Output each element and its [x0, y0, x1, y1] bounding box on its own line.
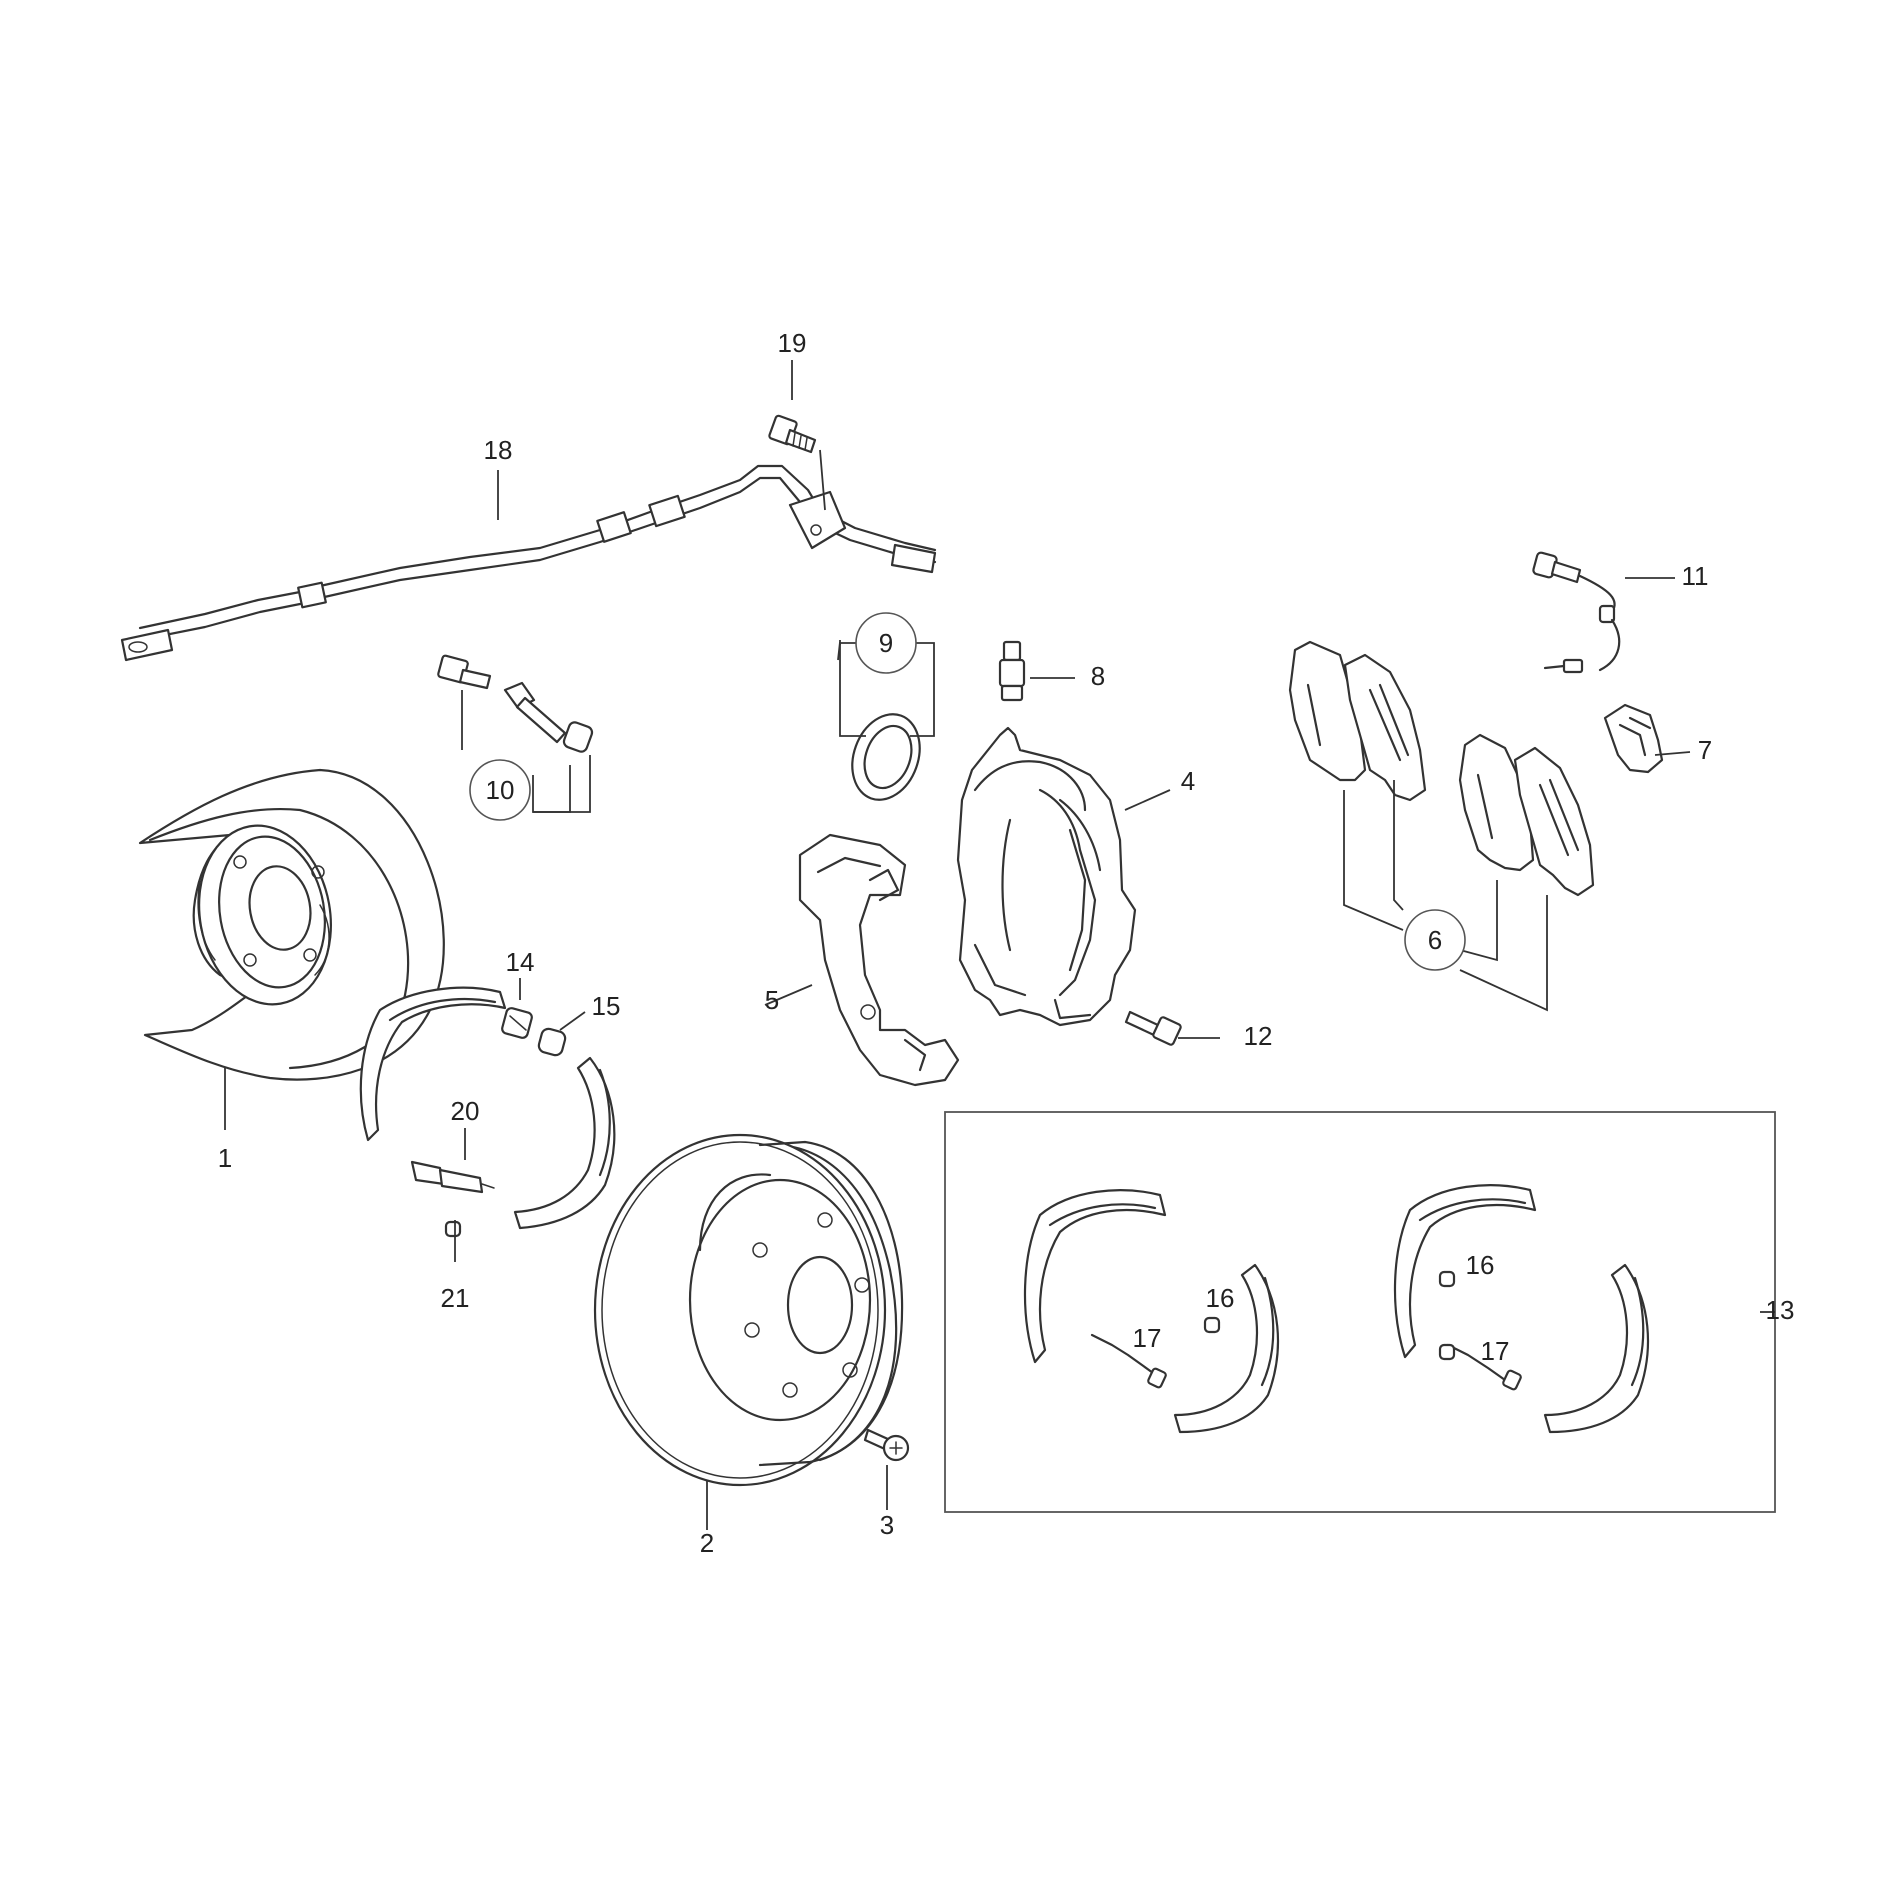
part-screw-3 [863, 1428, 910, 1462]
part-brake-shoes-left [359, 986, 616, 1230]
callout-13: 13 [1766, 1295, 1795, 1325]
callout-18: 18 [484, 435, 513, 465]
part-guide-pin-set [437, 654, 594, 753]
part-bleed-screw [998, 640, 1026, 702]
callout-5: 5 [765, 985, 779, 1015]
cable-ferrule-3 [648, 494, 686, 528]
callout-16-left: 16 [1206, 1283, 1235, 1313]
callout-17-left: 17 [1133, 1323, 1162, 1353]
callout-15: 15 [592, 991, 621, 1021]
leader-lines [224, 360, 1775, 1530]
callout-1: 1 [218, 1143, 232, 1173]
callout-9-circle [855, 612, 917, 674]
cable-ferrule-1 [297, 581, 327, 609]
callout-6: 6 [1428, 925, 1442, 955]
callout-14: 14 [506, 947, 535, 977]
callout-8: 8 [1091, 661, 1105, 691]
callout-10-circle [469, 759, 531, 821]
callout-12: 12 [1244, 1021, 1273, 1051]
cable-bracket [788, 490, 847, 550]
callout-9: 9 [879, 628, 893, 658]
callout-6-circle [1404, 909, 1466, 971]
callout-2: 2 [700, 1528, 714, 1558]
callout-7: 7 [1698, 735, 1712, 765]
part-spring-cap [537, 1027, 567, 1057]
part-piston-seal [851, 713, 921, 801]
part-kit-shoes-left [1023, 1189, 1280, 1434]
callout-3: 3 [880, 1510, 894, 1540]
part-caliper [956, 726, 1137, 1027]
callout-21: 21 [441, 1283, 470, 1313]
cable-ferrule-2 [596, 511, 632, 543]
part-bolt-19 [768, 414, 817, 454]
part-wear-sensor [1532, 551, 1621, 674]
callout-16-right: 16 [1466, 1250, 1495, 1280]
part-parking-brake-cable [120, 464, 937, 662]
part-caliper-bracket [798, 833, 960, 1087]
cable-end-plug [890, 543, 937, 574]
part-backing-plate [138, 768, 445, 1081]
part-13-kit-box [944, 1111, 1776, 1513]
part-anti-rattle-clip [1603, 703, 1664, 774]
callouts: 19 18 9 8 11 7 4 10 6 5 12 14 15 20 1 21… [218, 328, 1795, 1558]
callout-11: 11 [1682, 561, 1709, 591]
callout-17-right: 17 [1481, 1336, 1510, 1366]
part-kit-shoes-right [1393, 1184, 1650, 1434]
part-adjuster-assembly [410, 1160, 495, 1194]
callout-4: 4 [1181, 766, 1195, 796]
part-brake-pads [1288, 640, 1595, 897]
part-pin-21 [444, 1220, 462, 1238]
part-bolt-12 [1124, 1010, 1182, 1046]
callout-20: 20 [451, 1096, 480, 1126]
callout-10: 10 [486, 775, 515, 805]
part-brake-disc [593, 1133, 904, 1487]
part-adjuster-nut [501, 1007, 533, 1039]
callout-19: 19 [778, 328, 807, 358]
